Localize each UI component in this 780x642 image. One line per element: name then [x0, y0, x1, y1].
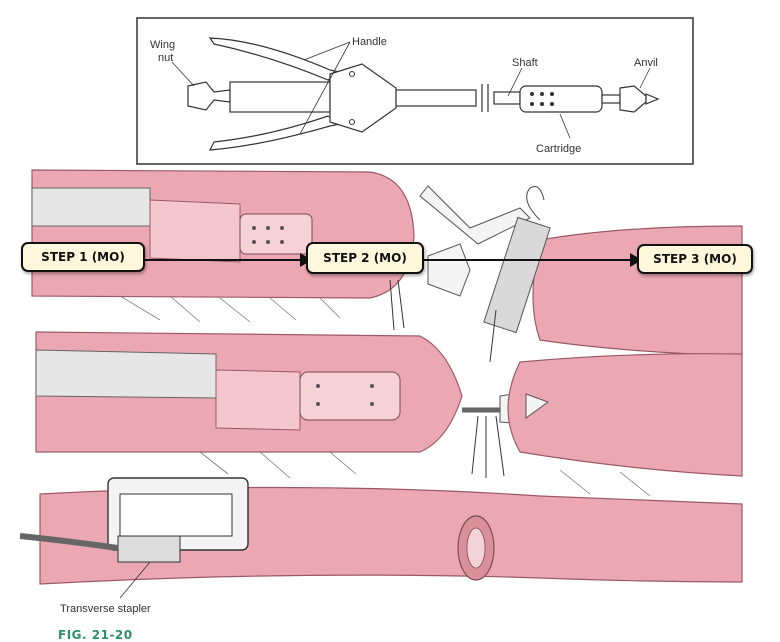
lumen-opening — [466, 527, 486, 569]
suture-thread — [489, 309, 497, 363]
leader-line — [119, 561, 151, 599]
label-wing: Wing — [150, 39, 175, 51]
staple-dot — [266, 226, 270, 230]
step-3-box: STEP 3 (MO) — [637, 244, 753, 274]
staple-hole — [530, 92, 534, 96]
bowel-lumen — [149, 199, 241, 263]
staple-hole — [550, 102, 554, 106]
leader-line — [639, 67, 651, 89]
label-transverse-stapler: Transverse stapler — [60, 603, 151, 615]
bowel-segment-right — [507, 353, 743, 477]
label-nut: nut — [158, 52, 173, 64]
panel-approximation — [35, 331, 743, 497]
anvil-cap — [525, 393, 550, 419]
label-handle: Handle — [352, 36, 387, 48]
stapler-shaft-in-bowel — [35, 349, 217, 399]
head-rivet — [349, 119, 355, 125]
staple-dot — [280, 226, 284, 230]
staple-hole — [530, 102, 534, 106]
stapler-instrument-diagram: Wing nut Handle Shaft Anvil Cartridge — [136, 17, 694, 165]
label-anvil: Anvil — [634, 57, 658, 69]
step-2-box: STEP 2 (MO) — [306, 242, 424, 274]
staple-dot — [316, 402, 320, 406]
staple-dot — [316, 384, 320, 388]
cartridge-in-bowel — [239, 213, 313, 255]
step-1-box: STEP 1 (MO) — [21, 242, 145, 272]
staple-dot — [280, 240, 284, 244]
figure-caption: FIG. 21-20 — [58, 628, 133, 642]
suture-thread — [471, 415, 479, 475]
staple-dot — [252, 240, 256, 244]
suture-loop — [526, 186, 545, 221]
stapler-jaw — [117, 535, 181, 563]
panel-closure: Transverse stapler — [19, 477, 743, 615]
anvil-tip — [645, 93, 660, 105]
shaft — [395, 89, 477, 107]
bowel-lumen — [215, 369, 301, 431]
staple-dot — [370, 402, 374, 406]
purse-string-clamp — [419, 185, 531, 245]
anvil-head — [427, 243, 471, 297]
suture-thread — [389, 279, 395, 331]
staple-dot — [252, 226, 256, 230]
stapler-shaft — [19, 533, 119, 551]
stapler-window — [119, 493, 233, 537]
label-cartridge: Cartridge — [536, 143, 581, 155]
suture-thread — [397, 279, 405, 329]
leader-line — [303, 41, 351, 61]
label-shaft: Shaft — [512, 57, 538, 69]
arrowhead — [630, 253, 642, 267]
cartridge — [519, 85, 603, 113]
staple-dot — [370, 384, 374, 388]
stapler-shaft-in-bowel — [31, 187, 151, 227]
mesentery-hatching — [199, 451, 651, 497]
leader-line — [299, 41, 351, 135]
staple-hole — [540, 92, 544, 96]
anvil-rod — [601, 94, 621, 104]
cartridge-in-bowel — [299, 371, 401, 421]
head-rivet — [349, 71, 355, 77]
mesentery-hatching — [119, 295, 341, 323]
staple-hole — [550, 92, 554, 96]
instrument-body — [229, 81, 331, 113]
staple-hole — [540, 102, 544, 106]
leader-line — [559, 113, 571, 139]
suture-thread — [495, 415, 505, 477]
leader-line — [171, 61, 195, 87]
staple-dot — [266, 240, 270, 244]
shaft-end — [493, 91, 521, 105]
instrument-head — [329, 63, 397, 133]
clamp-jaw — [483, 216, 551, 334]
leader-line — [507, 67, 523, 97]
